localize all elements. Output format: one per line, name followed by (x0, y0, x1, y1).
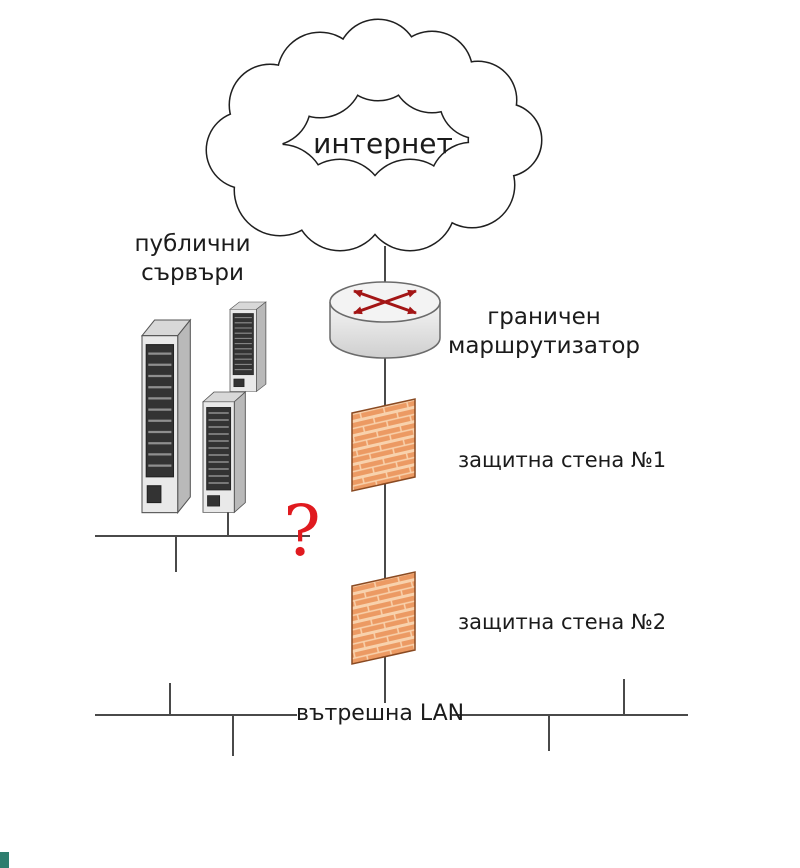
internal-lan-label: вътрешна LAN (296, 700, 464, 728)
lan-bus-line (95, 679, 688, 756)
dmz-segment-line (95, 535, 310, 572)
border-router-line2: маршрутизатор (447, 332, 641, 359)
firewall-2-label-text: защитна стена №2 (458, 610, 667, 634)
public-servers-line1: публични (134, 231, 251, 257)
router-arrows-icon (353, 289, 417, 315)
firewall-1-label: защитна стена №1 (458, 447, 666, 473)
border-router (329, 281, 441, 359)
server-tower (202, 391, 247, 514)
internal-lan-label-text: вътрешна LAN (296, 701, 465, 726)
connector-lines (227, 246, 386, 703)
server-tower (140, 318, 192, 514)
firewall-2-icon (351, 571, 416, 665)
firewall-1-icon (351, 398, 416, 492)
internet-label: интернет (288, 126, 478, 161)
public-servers-line2: сървъри (141, 259, 244, 286)
border-router-line1: граничен (487, 304, 601, 330)
corner-artifact (0, 852, 9, 868)
question-mark: ? (272, 488, 332, 576)
firewall-2-label: защитна стена №2 (458, 609, 666, 635)
firewall-1-label-text: защитна стена №1 (458, 448, 667, 472)
internet-label-text: интернет (313, 127, 453, 160)
public-servers-label: публични сървъри (105, 230, 280, 288)
question-mark-text: ? (283, 490, 321, 572)
border-router-label: граничен маршрутизатор (430, 303, 658, 361)
server-tower (229, 301, 267, 393)
